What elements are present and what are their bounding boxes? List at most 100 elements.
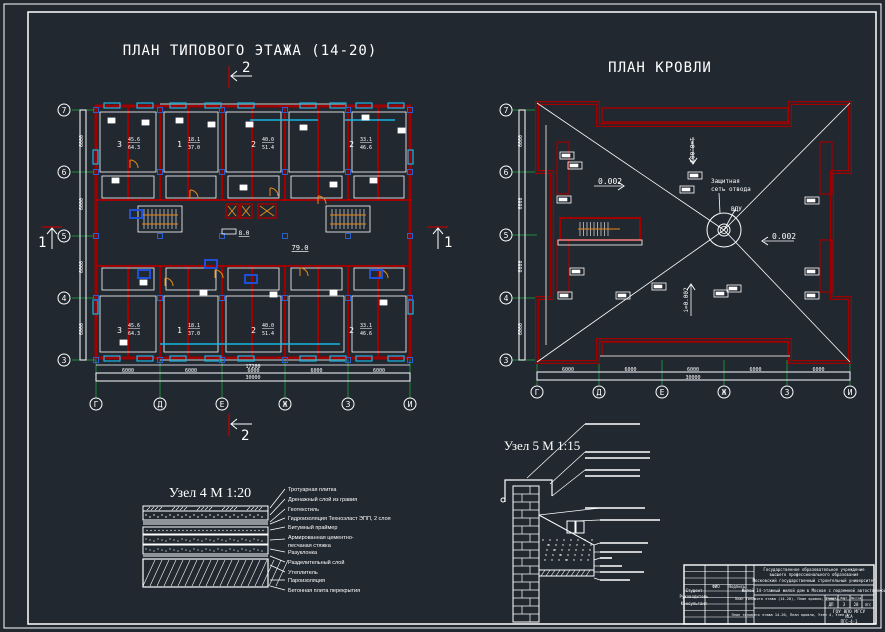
tb-header-name: ФИО [712, 584, 720, 589]
vent-block [651, 282, 667, 291]
dim-row-span: 6000 [518, 135, 524, 147]
apartment-living-area: 33.1 [360, 137, 372, 143]
column [282, 357, 288, 363]
insulation-dot [561, 549, 563, 551]
slab-hatch [570, 569, 576, 577]
col-axis-0: Г [89, 397, 103, 411]
room-outline-bottom-small [353, 267, 405, 291]
room-outline-top [163, 111, 219, 173]
axis-bubble-label: З [346, 400, 351, 409]
outer-frame [3, 3, 882, 629]
tb-faculty: ИСА [845, 614, 853, 619]
parapet-recess-side [819, 141, 833, 195]
primer-hatch [169, 529, 173, 532]
funnel-leader [723, 207, 737, 231]
insulation-dot [553, 549, 555, 551]
funnel-inner-circle [720, 226, 728, 234]
room-outline-bottom [225, 295, 282, 353]
node4-layer-label: Дренажный слой из гравия [288, 496, 357, 503]
apartment-total-area: 37.0 [188, 331, 200, 337]
insulation-dot [558, 559, 560, 561]
col-axis-4: З [341, 397, 355, 411]
axis-bubble-label: Ж [722, 388, 727, 397]
room-outline-bottom-small [227, 267, 280, 291]
primer-hatch [153, 529, 157, 532]
insulation-dot [591, 539, 593, 541]
vent-block-fill [806, 293, 816, 298]
column [157, 233, 163, 239]
tb-sheets-header: Листов [851, 596, 862, 600]
slab-hatch [585, 569, 591, 577]
axis-bubble-label: Д [597, 388, 602, 397]
room-outline-top-small [101, 175, 155, 199]
vent-block [557, 291, 573, 300]
vent-block [713, 289, 729, 298]
row-axis-6: 6 [57, 165, 71, 179]
axis-bubble-label: И [848, 388, 853, 397]
primer-hatch [217, 529, 221, 532]
slope-dot [209, 549, 211, 551]
insulation-dot [563, 539, 565, 541]
door-swing [164, 277, 174, 287]
paving-hatch [146, 506, 151, 511]
furniture [141, 119, 150, 126]
section-mark-left-label: 1 [38, 235, 46, 251]
column [282, 295, 288, 301]
paving-hatch [196, 506, 201, 511]
slope-dot [177, 550, 179, 552]
furniture [199, 289, 208, 296]
paving-hatch [258, 506, 263, 511]
slope-dot [197, 549, 199, 551]
column [93, 357, 99, 363]
tb-code: ПГС-4-1 [841, 619, 858, 624]
vent-block-fill [558, 197, 568, 202]
slope-dot [237, 550, 239, 552]
apartment-living-area: 45.6 [128, 323, 140, 329]
vent-block-fill [806, 269, 816, 274]
screed-dot [149, 539, 151, 541]
vent-block [804, 291, 820, 300]
furniture [139, 279, 148, 286]
concrete-hatch [254, 559, 268, 587]
gravel-dot [225, 514, 227, 516]
screed-dot [189, 540, 191, 542]
slope-dot [193, 548, 195, 550]
node4-layer-label: Гидроизоляция Техноэласт ЭПП, 2 слоя [288, 516, 391, 522]
insulation-dot [581, 554, 583, 556]
layer-primer [142, 526, 269, 535]
insulation-dot [570, 539, 572, 541]
slope-dot [261, 550, 263, 552]
slab-hatch [555, 569, 561, 577]
gravel-dot [161, 514, 163, 516]
insulation-dot [542, 539, 544, 541]
node5-leader [593, 577, 601, 581]
column [407, 295, 413, 301]
axis-bubble-circle [499, 353, 513, 367]
roof-row-axis-7: 7 [499, 103, 513, 117]
screed-dot [245, 539, 247, 541]
door-swing [317, 195, 327, 205]
window-top [204, 102, 222, 109]
node4-layer-label: песчаная стяжка [288, 543, 332, 549]
vent-block [567, 161, 583, 170]
vent-block-fill [569, 163, 579, 168]
window-left [92, 149, 99, 165]
room-outline-bottom-small [101, 267, 155, 291]
vestibule-bench [221, 228, 237, 235]
screed-dot [177, 540, 179, 542]
screed-dot [173, 539, 175, 541]
apartment-rooms: 1 [177, 326, 182, 335]
concrete-hatch [240, 559, 254, 587]
roof-valley-line [723, 102, 851, 231]
tb-stage: ДП [829, 602, 834, 607]
node4-detail: Узел 4 М 1:20 Тротуарная плиткаДренажный… [142, 486, 391, 594]
axis-bubble-circle [57, 103, 71, 117]
room-outline-bottom-small [165, 267, 217, 291]
insulation-dot [569, 544, 571, 546]
tb-org-line1: Государственное образовательное учрежден… [763, 567, 865, 572]
axis-bubble-label: Ж [283, 400, 288, 409]
